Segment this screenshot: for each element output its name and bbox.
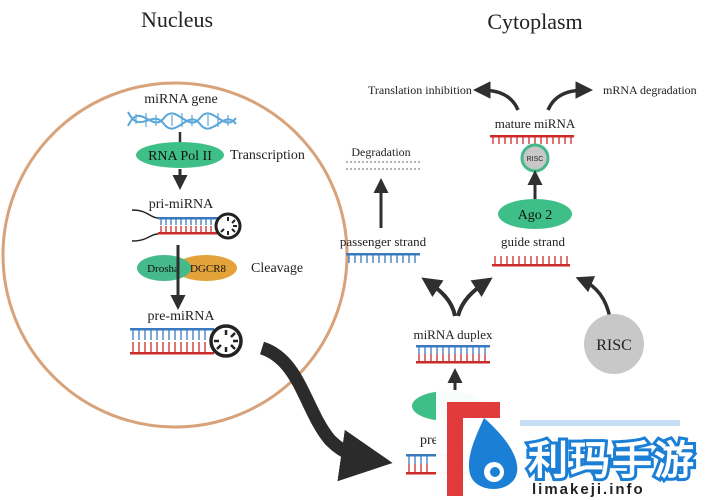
watermark-logo-icon xyxy=(447,402,518,496)
pre-partial-label: pre xyxy=(420,433,438,448)
watermark-url: limakeji.info xyxy=(532,481,645,498)
dgcr8-ellipse xyxy=(175,255,237,281)
ago2-label: Ago 2 xyxy=(518,208,553,223)
pre-mirna-label: pre-miRNA xyxy=(148,309,216,324)
mirna-duplex-label: miRNA duplex xyxy=(413,327,493,342)
degraded-strand xyxy=(346,161,420,170)
ago2-ellipse xyxy=(498,199,572,229)
risc-large-circle xyxy=(584,314,644,374)
arrow-risc-to-guide xyxy=(575,276,612,319)
export-arrow xyxy=(259,341,393,482)
guide-strand xyxy=(492,256,570,267)
arrow-to-translation-inhibition xyxy=(473,81,520,111)
translation-inhibition-label: Translation inhibition xyxy=(368,83,472,97)
guide-strand-label: guide strand xyxy=(501,234,565,249)
watermark: 利玛手游 limakeji.info xyxy=(436,390,708,500)
passenger-strand xyxy=(346,253,420,263)
risc-small-label: RISC xyxy=(527,156,544,163)
cytoplasm-heading: Cytoplasm xyxy=(487,9,582,34)
pri-mirna-hairpin xyxy=(131,209,242,242)
drosha-label: Drosha xyxy=(147,263,179,275)
rna-pol-ii-label: RNA Pol II xyxy=(148,149,212,164)
dna-helix-icon xyxy=(127,111,237,130)
cleavage-label: Cleavage xyxy=(251,261,303,276)
degradation-label: Degradation xyxy=(351,145,410,159)
passenger-strand-label: passenger strand xyxy=(340,234,427,249)
dgcr8-label: DGCR8 xyxy=(190,263,227,275)
mature-mirna-strand xyxy=(490,135,574,144)
mature-mirna-label: mature miRNA xyxy=(495,116,576,131)
risc-large-label: RISC xyxy=(596,337,632,354)
rna-pol-ii-ellipse xyxy=(136,142,224,168)
mirna-duplex xyxy=(416,345,490,364)
pri-mirna-label: pri-miRNA xyxy=(149,197,214,212)
mirna-gene-label: miRNA gene xyxy=(144,92,218,107)
arrow-duplex-to-passenger xyxy=(421,277,457,317)
pre-mirna-hairpin xyxy=(130,324,243,358)
arrow-to-mrna-degradation xyxy=(546,81,593,111)
transcription-label: Transcription xyxy=(230,148,305,163)
arrow-duplex-to-guide xyxy=(456,277,493,317)
watermark-brand: 利玛手游 xyxy=(528,439,696,483)
mrna-degradation-label: mRNA degradation xyxy=(603,83,697,97)
nucleus-heading: Nucleus xyxy=(141,7,213,32)
